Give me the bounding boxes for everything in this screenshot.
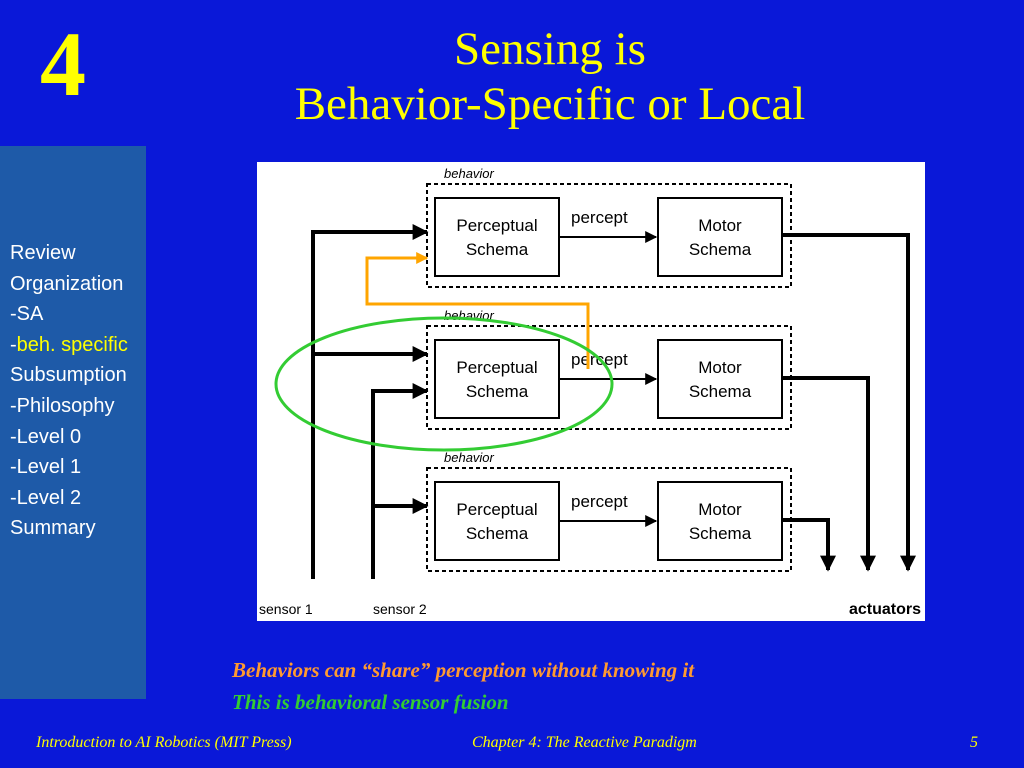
slide-title: Sensing is Behavior-Specific or Local (250, 22, 850, 133)
highlight-ellipse (274, 316, 614, 452)
actuator-connections (782, 233, 916, 572)
sidebar-item-sa: -SA (10, 303, 44, 326)
sidebar-current-topic: beh. specific (16, 333, 128, 356)
motor-schema-box-1 (657, 197, 783, 277)
sidebar-item-summary: Summary (10, 517, 96, 540)
sidebar-item-philosophy: -Philosophy (10, 394, 115, 417)
percept-label-1: percept (571, 208, 628, 227)
sidebar-item-organization: Organization (10, 272, 124, 295)
behavior-label-3: behavior (444, 450, 495, 465)
page-number: 5 (970, 734, 978, 751)
perceptual-schema-box-3 (434, 481, 560, 561)
sidebar-item-level-2: -Level 2 (10, 486, 82, 509)
caption: Behaviors can “share” perception without… (232, 654, 694, 718)
perceptual-schema-label-1b: Schema (466, 240, 529, 259)
footer-left: Introduction to AI Robotics (MIT Press) (36, 734, 292, 751)
perceptual-schema-label-2a: Perceptual (456, 358, 537, 377)
motor-schema-box-3 (657, 481, 783, 561)
sensor-1-label: sensor 1 (259, 601, 313, 617)
sidebar-item-beh-specific: -beh. specific (10, 333, 128, 356)
motor-schema-label-1b: Schema (689, 240, 752, 259)
motor-schema-label-3a: Motor (698, 500, 742, 519)
behavior-diagram: behavior Perceptual Schema percept Motor… (257, 162, 925, 621)
motor-schema-box-2 (657, 339, 783, 419)
caption-line-1: Behaviors can “share” perception without… (232, 658, 695, 682)
chapter-number: 4 (40, 13, 86, 115)
caption-line-2: This is behavioral sensor fusion (232, 690, 509, 714)
motor-schema-label-2a: Motor (698, 358, 742, 377)
title-line-1: Sensing is (454, 23, 646, 75)
footer-center: Chapter 4: The Reactive Paradigm (472, 734, 697, 751)
percept-label-3: percept (571, 492, 628, 511)
sensor-1-connections (311, 224, 429, 579)
shared-percept-link (365, 252, 590, 369)
sensor-2-connections (371, 383, 429, 579)
perceptual-schema-label-1a: Perceptual (456, 216, 537, 235)
actuators-label: actuators (849, 601, 921, 618)
title-line-2: Behavior-Specific or Local (294, 78, 806, 131)
sidebar-item-subsumption: Subsumption (10, 364, 127, 387)
behavior-label-1: behavior (444, 166, 495, 181)
perceptual-schema-label-3a: Perceptual (456, 500, 537, 519)
sidebar-item-level-1: -Level 1 (10, 456, 82, 479)
perceptual-schema-label-2b: Schema (466, 382, 529, 401)
sensor-2-label: sensor 2 (373, 601, 427, 617)
perceptual-schema-box-1 (434, 197, 560, 277)
perceptual-schema-box-2 (434, 339, 560, 419)
motor-schema-label-1a: Motor (698, 216, 742, 235)
sidebar-item-level-0: -Level 0 (10, 425, 82, 448)
motor-schema-label-3b: Schema (689, 524, 752, 543)
sidebar-outline: Review Organization -SA -beh. specific S… (0, 146, 146, 699)
motor-schema-label-2b: Schema (689, 382, 752, 401)
sidebar-item-review: Review (10, 242, 76, 264)
behavior-group-3: behavior Perceptual Schema percept Motor… (426, 450, 792, 572)
behavior-group-1: behavior Perceptual Schema percept Motor… (426, 166, 792, 288)
perceptual-schema-label-3b: Schema (466, 524, 529, 543)
